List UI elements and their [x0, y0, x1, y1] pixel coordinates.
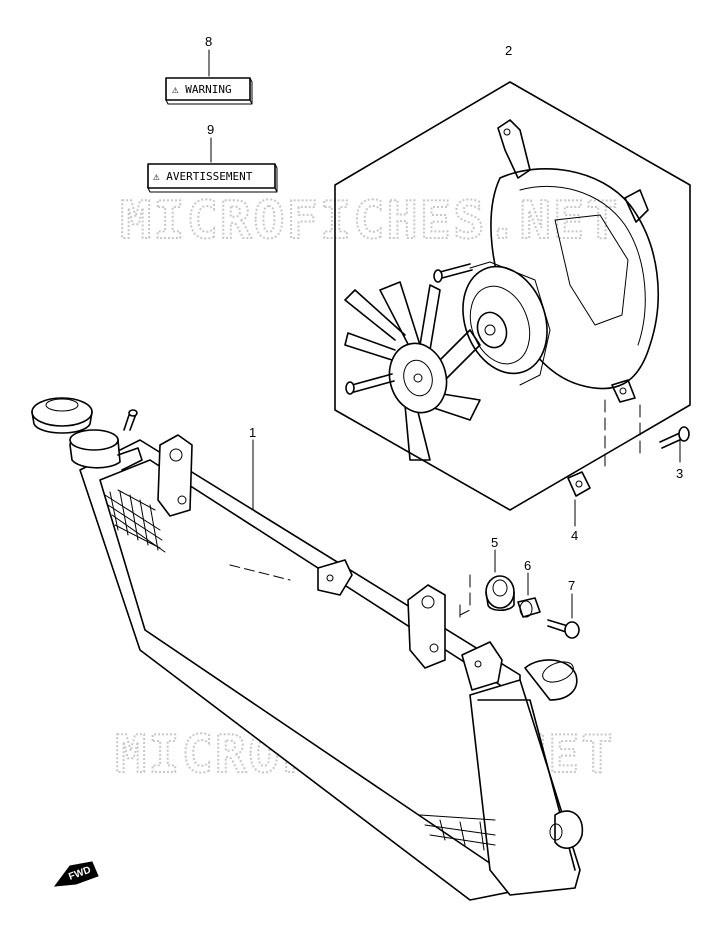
callout-8: 8: [205, 34, 212, 49]
bolt-part-7: [547, 593, 580, 639]
fwd-direction-arrow: FWD: [53, 861, 99, 887]
callout-6: 6: [524, 558, 531, 573]
radiator-bracket-lower: [407, 584, 446, 669]
leader-dashed-lines: [459, 399, 641, 621]
watermark-top: MICROFICHES.NET: [120, 191, 620, 251]
callout-3: 3: [676, 466, 683, 481]
shroud-bracket-top: [497, 119, 531, 179]
warning-label-part-8: ⚠ WARNING: [165, 49, 253, 105]
radiator-part-1: [31, 397, 584, 901]
radiator-right-tank: [469, 679, 581, 896]
fan-assembly-part-2: [334, 81, 691, 511]
motor-screw: [433, 263, 473, 283]
collar-part-6: [517, 572, 541, 618]
callout-1: 1: [249, 425, 256, 440]
radiator-side-tab: [461, 641, 503, 691]
radiator-filler-neck: [69, 409, 143, 471]
callout-5: 5: [491, 535, 498, 550]
clip-nut-part-4: [567, 471, 591, 527]
radiator-outlet-pipe: [524, 659, 578, 701]
cushion-part-5: [485, 549, 515, 612]
avertissement-label-text: ⚠ AVERTISSEMENT: [153, 170, 253, 183]
bolt-part-3: [659, 426, 690, 463]
callout-9: 9: [207, 122, 214, 137]
callout-2: 2: [505, 43, 512, 58]
blade-screw: [345, 373, 395, 395]
radiator-core-mesh: [104, 489, 496, 851]
callout-4: 4: [571, 528, 578, 543]
radiator-bracket-upper: [157, 434, 193, 517]
callout-7: 7: [568, 578, 575, 593]
warning-label-text: ⚠ WARNING: [172, 83, 232, 96]
fan-motor: [462, 261, 551, 386]
fan-assembly-outline: [334, 81, 691, 511]
radiator-body: [79, 439, 521, 901]
avertissement-label-part-9: ⚠ AVERTISSEMENT: [147, 137, 278, 193]
radiator-bracket-middle: [317, 559, 353, 596]
radiator-cap: [31, 397, 93, 434]
fan-blade: [344, 281, 481, 461]
